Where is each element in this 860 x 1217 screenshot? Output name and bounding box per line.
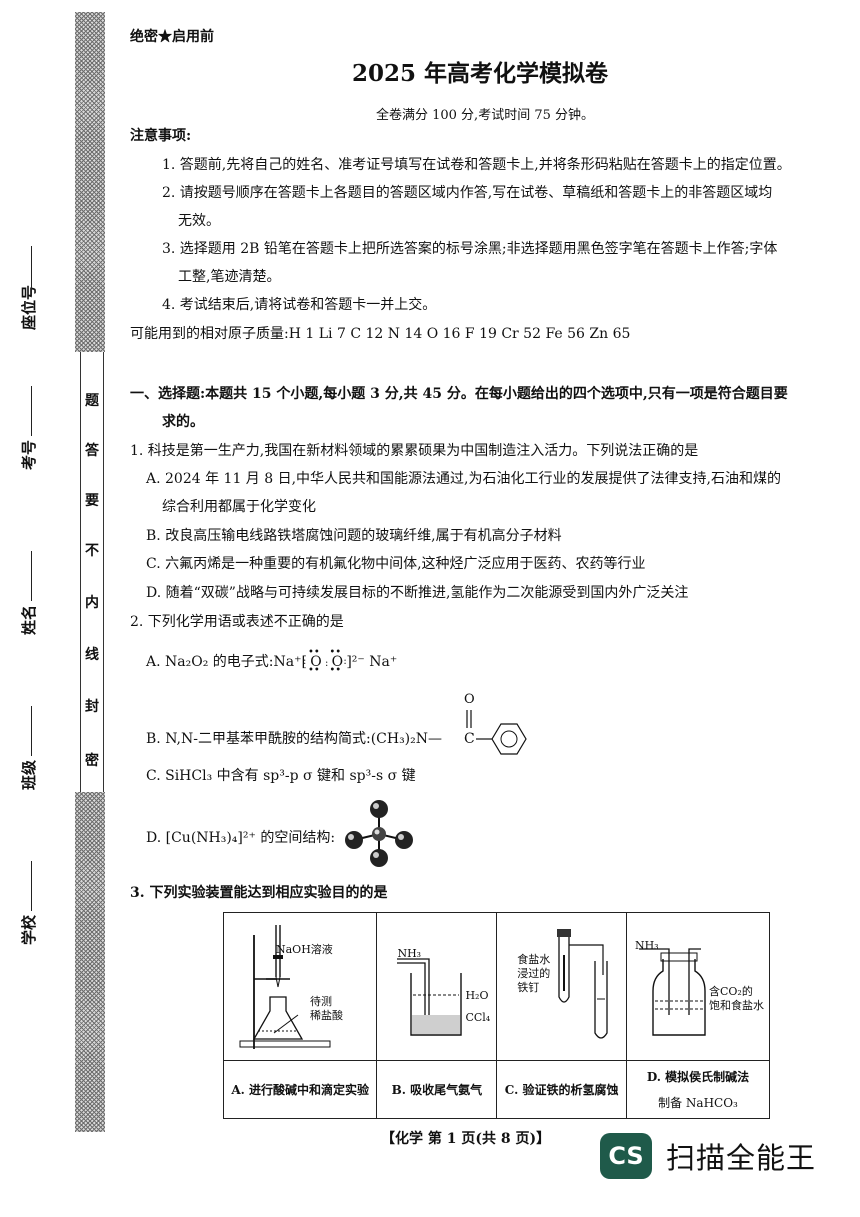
- oxygen-atom: O: [310, 654, 322, 670]
- exam-subtitle: 全卷满分 100 分,考试时间 75 分钟。: [375, 108, 595, 123]
- camscanner-logo-icon: CS: [600, 1133, 652, 1179]
- section-heading-cont: 求的。: [162, 414, 204, 430]
- caption-d: D. 模拟侯氏制碱法 制备 NaHCO₃: [625, 1060, 771, 1119]
- label-hcl: 稀盐酸: [310, 1009, 343, 1022]
- oxygen-atom: O: [331, 654, 344, 670]
- q1-option-a-cont: 综合利用都属于化学变化: [162, 499, 316, 515]
- label-naoh: NaOH溶液: [276, 943, 333, 956]
- q2-option-c: C. SiHCl₃ 中含有 sp³-p σ 键和 sp³-s σ 键: [146, 768, 416, 784]
- notice-item: 无效。: [178, 213, 220, 229]
- class-field[interactable]: 班级: [18, 706, 38, 790]
- atomic-masses: 可能用到的相对原子质量:H 1 Li 7 C 12 N 14 O 16 F 19…: [130, 326, 631, 342]
- figure-a-titration: NaOH溶液 待测 稀盐酸: [222, 912, 378, 1061]
- label-nh3-d: NH₃: [634, 939, 659, 952]
- question-2-stem: 2. 下列化学用语或表述不正确的是: [130, 614, 344, 630]
- q1-option-b: B. 改良高压输电线路铁塔腐蚀问题的玻璃纤维,属于有机高分子材料: [146, 528, 562, 544]
- caption-d-line2: 制备 NaHCO₃: [658, 1095, 738, 1110]
- q2-option-d: D. [Cu(NH₃)₄]²⁺ 的空间结构:: [146, 830, 336, 846]
- seat-number-field[interactable]: 座位号: [18, 246, 38, 330]
- figure-c-iron-corrosion: 食盐水 浸过的 铁钉: [496, 912, 627, 1061]
- seal-char: 题: [85, 393, 99, 409]
- school-field[interactable]: 学校: [18, 861, 38, 945]
- page-title: 2025 年高考化学模拟卷: [351, 60, 609, 87]
- experiment-table: NaOH溶液 待测 稀盐酸 NH₃ H₂O CCl₄: [222, 912, 771, 1119]
- seal-char: 线: [85, 647, 99, 663]
- section-heading: 一、选择题:本题共 15 个小题,每小题 3 分,共 45 分。在每小题给出的四…: [130, 386, 788, 402]
- caption-d-line1: D. 模拟侯氏制碱法: [646, 1069, 750, 1084]
- notice-item: 3. 选择题用 2B 铅笔在答题卡上把所选答案的标号涂黑;非选择题用黑色签字笔在…: [162, 241, 778, 257]
- name-field[interactable]: 姓名: [18, 551, 38, 635]
- corrosion-apparatus: [557, 929, 608, 1039]
- seal-char: 要: [85, 493, 99, 509]
- label-iron-nail: 铁钉: [517, 981, 540, 994]
- ammonia-absorber: [397, 958, 463, 1036]
- secret-label: 绝密★启用前: [130, 29, 214, 45]
- seal-line-box: 题 答 要 不 内 线 封 密: [80, 352, 104, 792]
- question-1-stem: 1. 科技是第一生产力,我国在新材料领域的累累硕果为中国制造注入活力。下列说法正…: [130, 443, 699, 459]
- notice-item: 4. 考试结束后,请将试卷和答题卡一并上交。: [162, 297, 437, 313]
- titration-apparatus: [239, 925, 331, 1049]
- question-3-stem: 3. 下列实验装置能达到相应实验目的的是: [130, 885, 388, 901]
- seal-char: 不: [85, 543, 99, 559]
- carbonyl-carbon: C: [464, 731, 475, 747]
- figure-b-ammonia-absorption: NH₃ H₂O CCl₄: [376, 912, 498, 1061]
- caption-a: A. 进行酸碱中和滴定实验: [222, 1060, 378, 1119]
- q1-option-d: D. 随着“双碳”战略与可持续发展目标的不断推进,氢能作为二次能源受到国内外广泛…: [146, 585, 689, 601]
- exam-number-field[interactable]: 考号: [18, 386, 38, 470]
- label-h2o: H₂O: [465, 989, 489, 1002]
- label-nh3: NH₃: [397, 947, 422, 960]
- caption-c: C. 验证铁的析氢腐蚀: [496, 1060, 627, 1119]
- page-footer: 【化学 第 1 页(共 8 页)】: [381, 1131, 551, 1147]
- label-soaked: 浸过的: [517, 967, 551, 980]
- q2-a-suffix: ]²⁻ Na⁺: [346, 654, 398, 670]
- label-co2: 含CO₂的: [708, 985, 753, 998]
- label-ccl4: CCl₄: [465, 1011, 491, 1024]
- seal-char: 内: [85, 595, 99, 611]
- carbonyl-oxygen: O: [464, 692, 475, 707]
- notice-item: 1. 答题前,先将自己的姓名、准考证号填写在试卷和答题卡上,并将条形码粘贴在答题…: [162, 157, 791, 173]
- seal-char: 密: [85, 753, 99, 769]
- binding-margin-hatch-bottom: [75, 792, 105, 1132]
- binding-margin-hatch-top: [75, 12, 105, 352]
- seal-char: 封: [85, 699, 99, 715]
- tetrahedral-complex-model: [345, 800, 413, 867]
- caption-b: B. 吸收尾气氨气: [376, 1060, 498, 1119]
- notice-item: 2. 请按题号顺序在答题卡上各题目的答题区域内作答,写在试卷、草稿纸和答题卡上的…: [162, 185, 773, 201]
- label-test: 待测: [310, 995, 332, 1008]
- figure-d-hou-process: NH₃ 含CO₂的 饱和食盐水: [625, 912, 771, 1061]
- q1-option-a: A. 2024 年 11 月 8 日,中华人民共和国能源法通过,为石油化工行业的…: [146, 471, 781, 487]
- notice-heading: 注意事项:: [130, 128, 192, 144]
- gas-washing-bottle: [638, 948, 706, 1036]
- benzamide-structure: [466, 710, 527, 755]
- notice-item: 工整,笔迹清楚。: [178, 269, 281, 285]
- q2-option-b: B. N,N-二甲基苯甲酰胺的结构简式:(CH₃)₂N—: [146, 731, 443, 747]
- q2-a-prefix: A. Na₂O₂ 的电子式:Na⁺[: [146, 654, 307, 670]
- q2-option-a: A. Na₂O₂ 的电子式:Na⁺[ •• : O •• : •• O : ••…: [146, 647, 398, 676]
- label-brine: 饱和食盐水: [708, 999, 764, 1012]
- seal-char: 答: [85, 443, 99, 459]
- camscanner-brand-name: 扫描全能王: [666, 1141, 817, 1175]
- q1-option-c: C. 六氟丙烯是一种重要的有机氟化物中间体,这种烃广泛应用于医药、农药等行业: [146, 556, 646, 572]
- label-salt-water: 食盐水: [517, 953, 551, 966]
